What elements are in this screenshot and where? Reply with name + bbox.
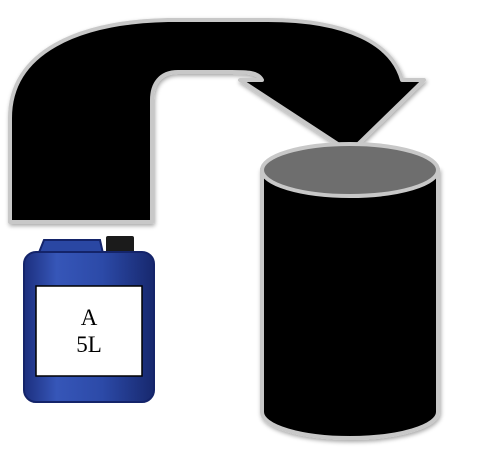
canister [23,236,155,403]
curved-transfer-arrow [8,18,426,224]
drum [260,142,440,440]
drum-top [260,142,440,198]
canister-label-line1: A [80,305,98,330]
canister-label-line2: 5L [76,332,102,357]
canister-label-panel [35,285,143,377]
drum-body [260,168,440,440]
